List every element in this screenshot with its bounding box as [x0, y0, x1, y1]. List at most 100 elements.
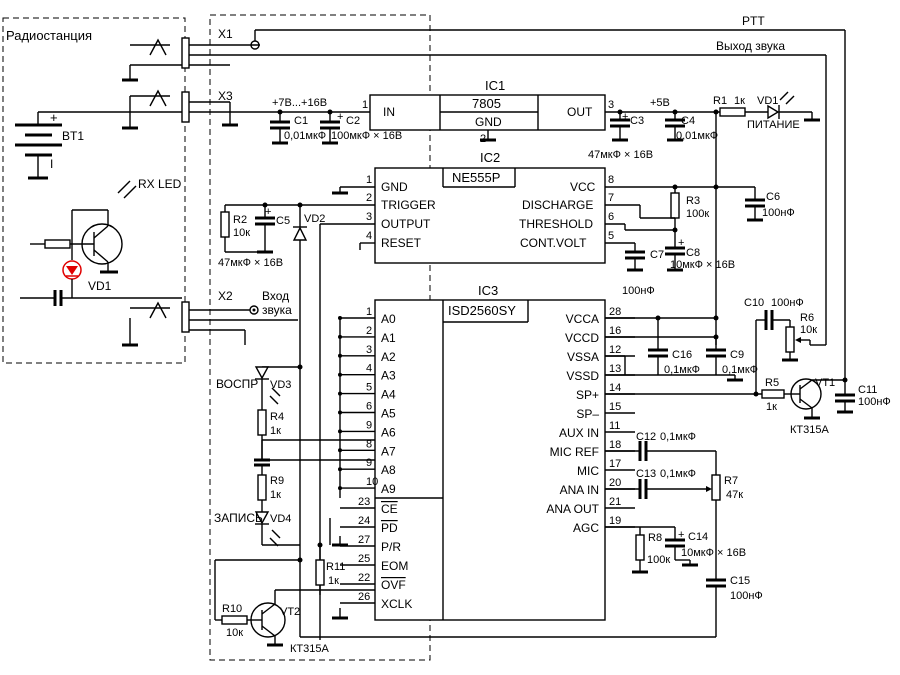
cap-c15: C15 100нФ [706, 575, 763, 637]
c11-label: C11 [858, 384, 877, 396]
ic1-pin3: 3 [608, 99, 614, 111]
c9-label: C9 [730, 349, 744, 361]
ic3-addr-label-6: A6 [381, 425, 396, 439]
ic2-right-3: CONT.VOLT [520, 236, 587, 250]
ic3-right-label-7: MIC REF [550, 445, 599, 459]
play-label: ВОСПР [216, 377, 258, 391]
c12-value: 0,1мкФ [660, 431, 696, 443]
ic3-ctrl-pin-3: 25 [358, 553, 370, 565]
x2-label: X2 [218, 289, 233, 303]
r2-label: R2 [233, 214, 247, 226]
ic2-pin-5: 5 [608, 230, 614, 242]
rx-led-transistor: RX LED [30, 177, 182, 274]
ic3-addr-label-8: A8 [381, 463, 396, 477]
ic3-right-label-1: VCCD [565, 331, 599, 345]
resistor-r5: R5 1к [761, 377, 796, 413]
battery-bt1: + I BT1 [15, 110, 84, 180]
ic2-pin-8: 8 [608, 174, 614, 186]
c8-value: 10мкФ × 16В [670, 259, 735, 271]
ic3-addr-label-3: A3 [381, 369, 396, 383]
cap-c16: C16 0,1мкФ [648, 348, 700, 376]
jack-x2: X2 Вход звука [122, 289, 298, 347]
ic2-right-0: VCC [570, 180, 596, 194]
ic2-type: NE555P [452, 170, 500, 185]
ic1-type: 7805 [472, 96, 501, 111]
audio-out-label: Выход звука [716, 39, 785, 53]
battery-plus-label: + [50, 110, 58, 125]
r7-value: 47к [726, 489, 743, 501]
c4-label: C4 [681, 115, 695, 127]
resistor-r8: R8 100к [632, 527, 670, 574]
battery-label: BT1 [62, 129, 84, 143]
ic3-right-label-2: VSSA [567, 350, 599, 364]
r6-label: R6 [800, 312, 814, 324]
cap-c2: + C2 100мкФ × 16В [320, 111, 402, 145]
vd1-label: VD1 [757, 95, 778, 107]
v5-label: +5В [650, 97, 670, 109]
ic3-addr-label-7: A7 [381, 444, 396, 458]
ic3-right-pin-8: 17 [609, 458, 621, 470]
c6-label: C6 [766, 191, 780, 203]
ic3-ctrl-pin-2: 27 [358, 534, 370, 546]
ic3-right-pin-0: 28 [609, 306, 621, 318]
ic3-ctrl-label-3: EOM [381, 559, 408, 573]
r1-value: 1к [734, 95, 745, 107]
c1-label: C1 [294, 115, 308, 127]
led-play-vd3: ВОСПР VD3 [216, 364, 303, 410]
r7-label: R7 [724, 475, 738, 487]
ptt-label: PTT [742, 14, 765, 28]
ic3-addr-pin-0: 1 [366, 306, 372, 318]
ic3-right-label-9: ANA IN [560, 483, 599, 497]
resistor-r4: R4 1к [254, 409, 284, 462]
r10-label: R10 [222, 603, 242, 615]
ic3-ctrl-pin-0: 23 [358, 496, 370, 508]
c15-label: C15 [730, 575, 750, 587]
ic3-addr-pin-1: 2 [366, 325, 372, 337]
c6-value: 100нФ [762, 207, 795, 219]
cap-c9: C9 0,1мкФ [706, 337, 758, 376]
cap-c3: + C3 47мкФ × 16В [588, 111, 653, 161]
ic2-pin-4: 4 [366, 230, 372, 242]
c7-value: 100нФ [622, 285, 655, 297]
ic3-right-pin-5: 15 [609, 401, 621, 413]
vt2-label: VT2 [280, 606, 300, 618]
resistor-r3: R3 100к [670, 187, 709, 220]
cap-c1: C1 0,01мкФ [270, 112, 326, 145]
ic3-voice-recorder: IC3 ISD2560SY [374, 283, 606, 621]
led-record-vd4: ЗАПИСЬ VD4 [214, 511, 300, 547]
led-power-vd1: VD1 ПИТАНИЕ [747, 91, 820, 131]
ic1-name: IC1 [485, 78, 505, 93]
x1-label: X1 [218, 27, 233, 41]
cap-c13: C13 0,1мкФ [605, 468, 706, 499]
ic2-pin-7: 7 [608, 192, 614, 204]
ic3-right-pin-4: 14 [609, 382, 621, 394]
c5-plus: + [265, 206, 271, 218]
ic3-right-pin-3: 13 [609, 363, 621, 375]
ic3-right-label-10: ANA OUT [546, 502, 599, 516]
diode-vd2: VD2 [292, 205, 325, 637]
c2-value: 100мкФ × 16В [331, 130, 402, 142]
jack-x1: X1 [122, 27, 826, 82]
r5-label: R5 [765, 377, 779, 389]
r9-label: R9 [270, 475, 284, 487]
led-vd1-red: VD1 [62, 209, 112, 298]
ic3-name: IC3 [478, 283, 498, 298]
c8-label: C8 [686, 247, 700, 259]
cap-c8: + C8 10мкФ × 16В [665, 237, 735, 272]
resistor-r9: R9 1к [254, 463, 284, 512]
c13-value: 0,1мкФ [660, 468, 696, 480]
battery-minus-label: I [50, 157, 53, 171]
ic1-gnd-label: GND [475, 115, 502, 129]
ic2-pin-6: 6 [608, 211, 614, 223]
ic3-ctrl-pin-5: 26 [358, 591, 370, 603]
r8-value: 100к [647, 554, 670, 566]
ic3-addr-pin-8: 9 [366, 457, 372, 469]
c12-label: C12 [636, 431, 656, 443]
ic2-pin-3: 3 [366, 211, 372, 223]
resistor-r1: R1 1к [713, 95, 768, 117]
ic1-pin1: 1 [362, 99, 368, 111]
ic3-addr-label-4: A4 [381, 388, 396, 402]
c10-value: 100нФ [771, 297, 804, 309]
c15-value: 100нФ [730, 590, 763, 602]
